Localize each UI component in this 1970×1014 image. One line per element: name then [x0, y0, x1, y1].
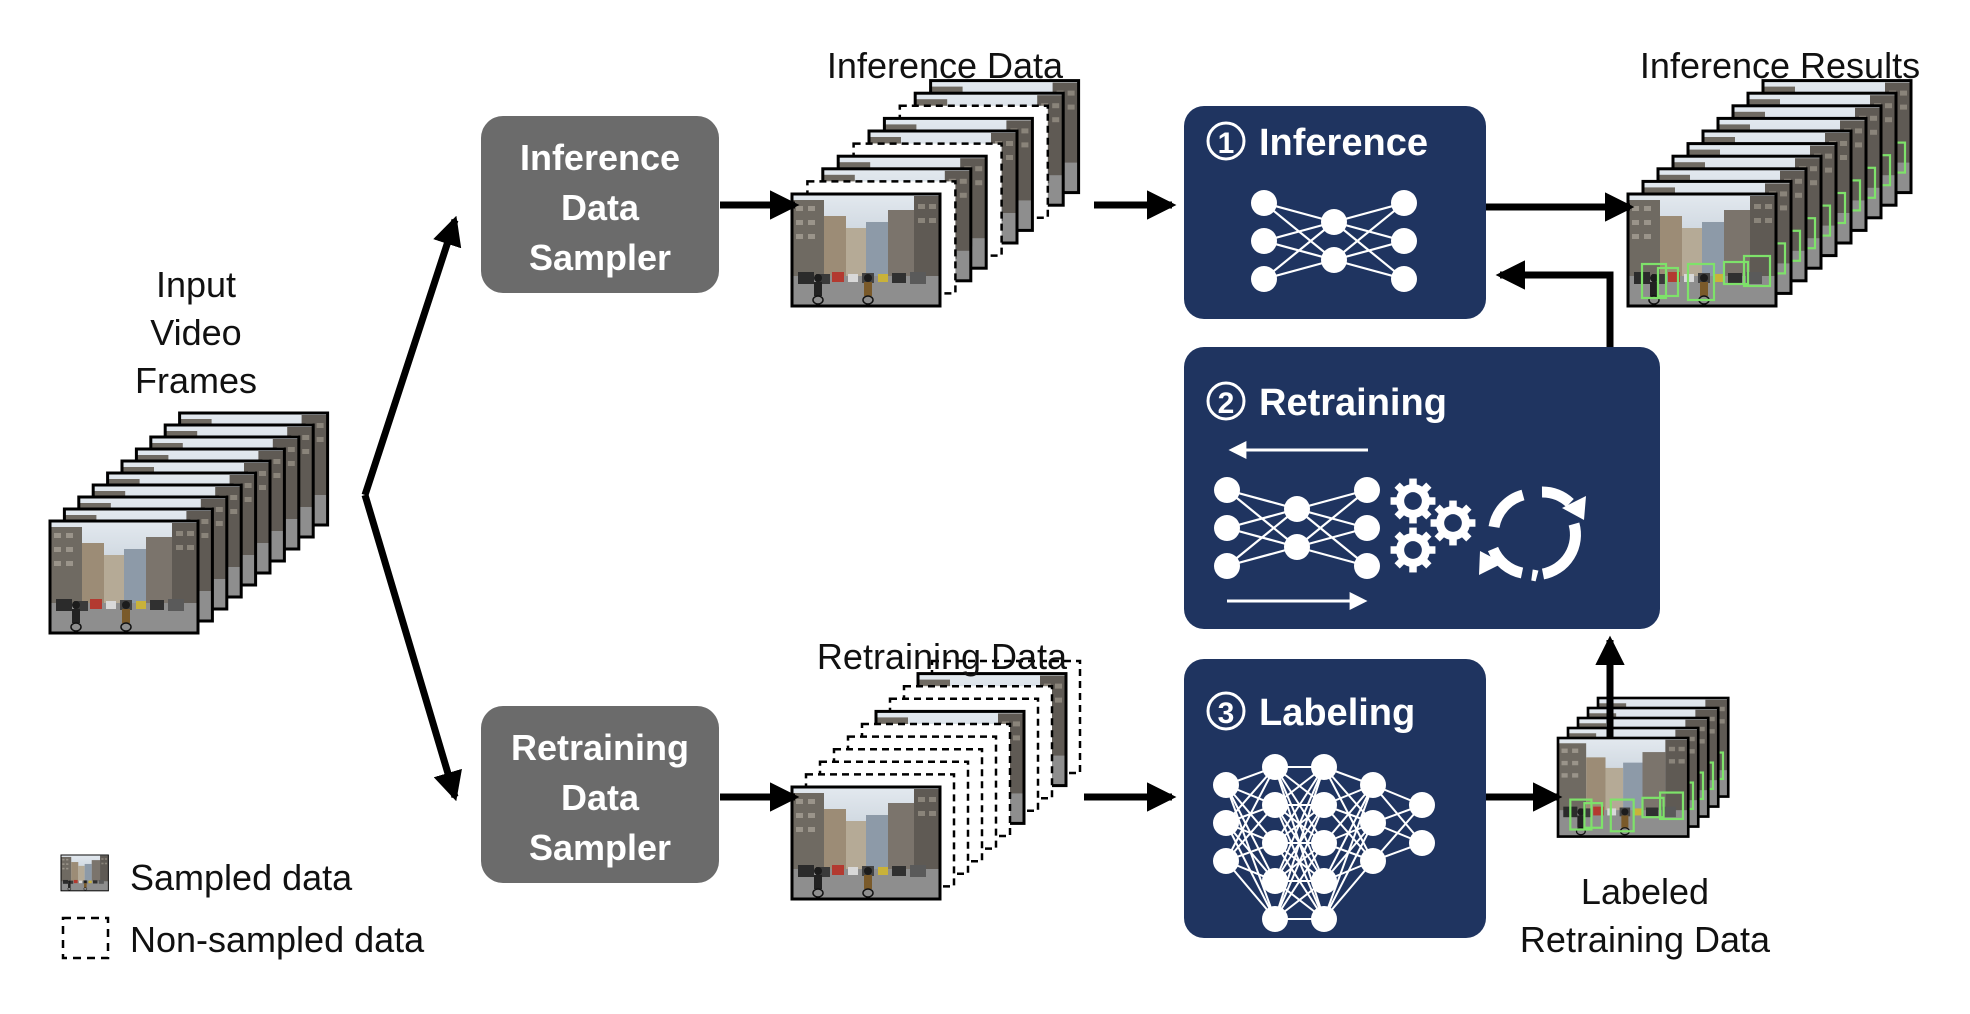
retraining-sampler-label-2: Data [561, 777, 640, 818]
legend-sampled-label: Sampled data [130, 857, 353, 898]
inference-stage: 1 Inference [1184, 106, 1486, 319]
retraining-sampler-label-1: Retraining [511, 727, 689, 768]
input-frames-stack [48, 411, 330, 635]
input-frames-label-3: Frames [135, 360, 257, 401]
retraining-stage-number: 2 [1218, 387, 1235, 420]
inference-results-stack [1626, 79, 1913, 308]
retraining-data-stack [790, 659, 1082, 901]
inference-stage-number: 1 [1218, 127, 1235, 160]
labeling-stage-number: 3 [1218, 697, 1235, 730]
labeling-stage-title: Labeling [1259, 692, 1415, 734]
retraining-sampler-label-3: Sampler [529, 827, 671, 868]
flow-arrows [361, 190, 1635, 812]
labeling-stage: 3 Labeling [1184, 659, 1486, 938]
legend-sampled-swatch [60, 854, 109, 892]
labeled-data-stack [1556, 696, 1730, 838]
sampled-frame [790, 192, 942, 308]
split-arrow-up [361, 215, 462, 497]
legend: Sampled data Non-sampled data [60, 854, 425, 960]
inference-sampler-label-1: Inference [520, 137, 680, 178]
sampled-frame [1626, 192, 1778, 308]
retraining-data-label: Retraining Data [817, 636, 1068, 677]
inference-stage-title: Inference [1259, 122, 1428, 164]
inference-results-label: Inference Results [1640, 45, 1920, 86]
labeled-data-label-1: Labeled [1581, 871, 1709, 912]
labeled-data-label-2: Retraining Data [1520, 919, 1771, 960]
sampled-frame [48, 519, 200, 635]
retraining-stage: 2 Retraining [1184, 347, 1660, 629]
labeling-network-icon [1213, 754, 1435, 932]
input-frames-label-1: Input [156, 264, 236, 305]
split-arrow-down [361, 494, 462, 802]
legend-non-sampled-label: Non-sampled data [130, 919, 425, 960]
sampled-frame [1556, 736, 1690, 838]
inference-data-sampler: Inference Data Sampler [481, 116, 719, 293]
refresh-cycle-icon [1479, 486, 1586, 582]
inference-data-label: Inference Data [827, 45, 1064, 86]
legend-non-sampled-swatch [61, 916, 110, 960]
retraining-stage-title: Retraining [1259, 382, 1447, 424]
retraining-data-sampler: Retraining Data Sampler [481, 706, 719, 883]
input-frames-label-2: Video [150, 312, 241, 353]
inference-data-stack [790, 79, 1081, 308]
inference-sampler-label-3: Sampler [529, 237, 671, 278]
gears-icon [1390, 478, 1476, 573]
sampled-frame [790, 785, 942, 901]
inference-sampler-label-2: Data [561, 187, 640, 228]
arrow-retraining-to-inference [1495, 260, 1614, 347]
